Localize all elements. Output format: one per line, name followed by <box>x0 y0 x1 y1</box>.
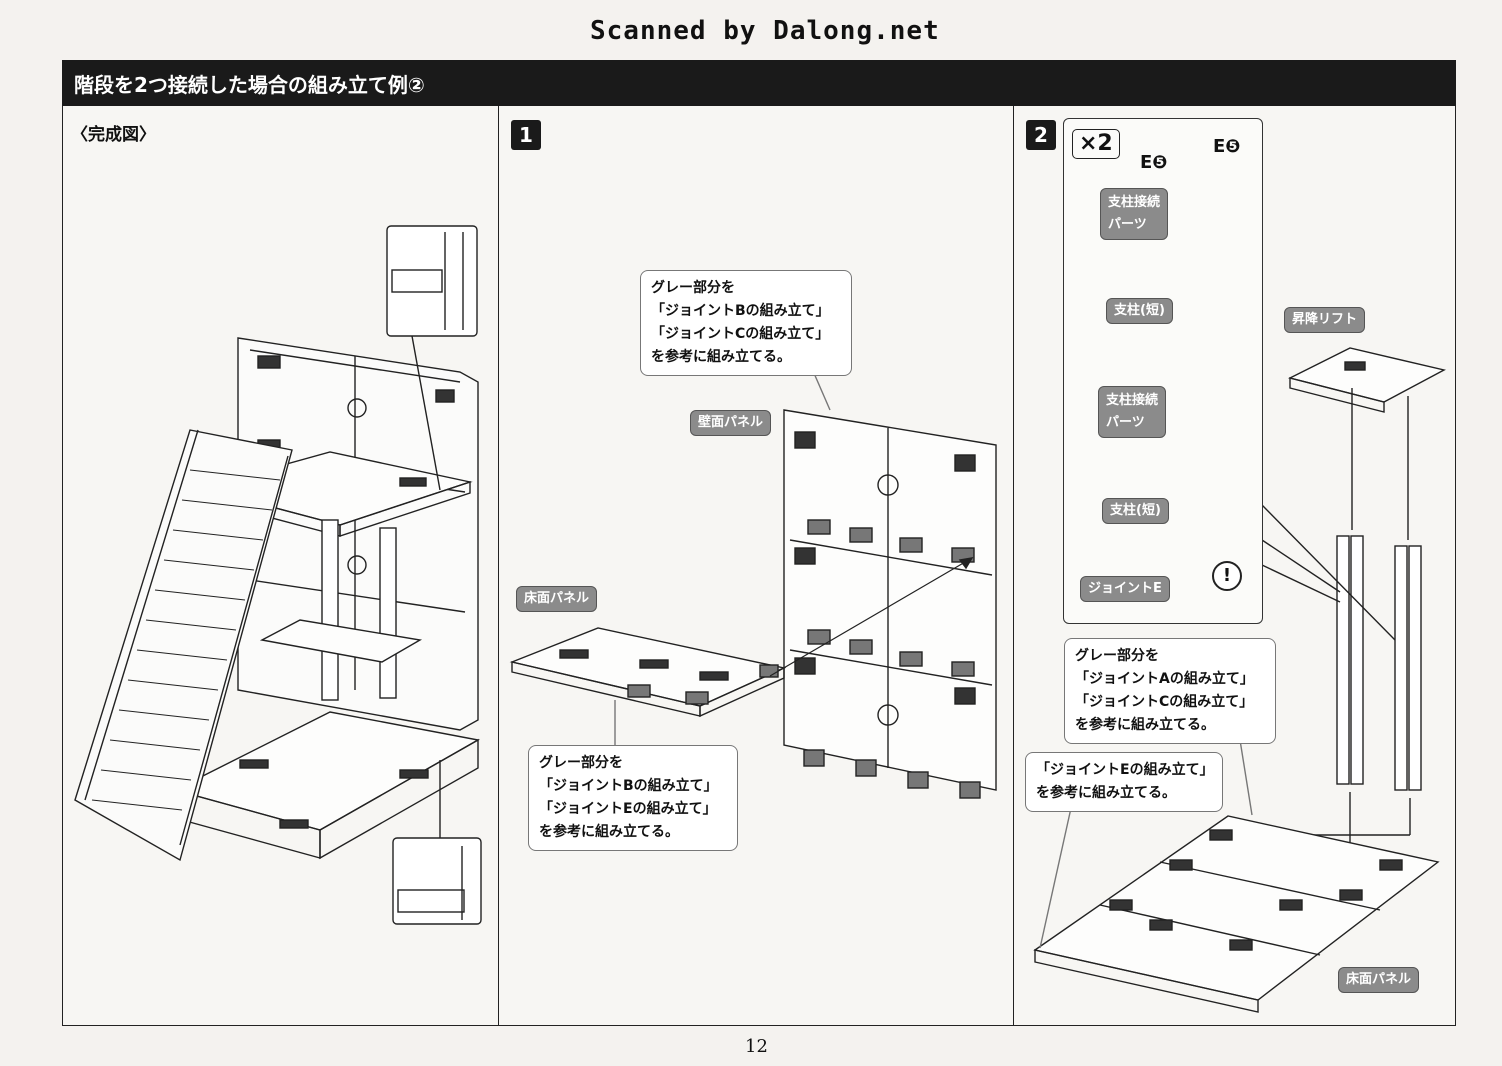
part-e5-right-label: E❺ <box>1213 136 1241 157</box>
callout-line: グレー部分を <box>651 280 735 296</box>
step1-wall-panel-drawing <box>783 409 997 799</box>
step1-floor-panel-drawing <box>509 557 974 745</box>
pillar-short-tag-1: 支柱(短) <box>1106 298 1173 324</box>
step2-lift-and-pillars-drawing <box>1261 347 1446 880</box>
step2-callout-pillars: グレー部分を 「ジョイントAの組み立て」 「ジョイントCの組み立て」 を参考に組… <box>1064 638 1276 744</box>
callout-line: を参考に組み立てる。 <box>539 824 679 840</box>
tag-line: パーツ <box>1106 415 1145 430</box>
tag-line: 支柱接続 <box>1106 393 1159 408</box>
wall-panel-tag: 壁面パネル <box>690 410 772 436</box>
header-bar: 階段を2つ接続した場合の組み立て例② <box>62 60 1456 106</box>
callout-line: を参考に組み立てる。 <box>1036 785 1176 801</box>
part-e5-left-label: E❺ <box>1140 152 1168 173</box>
callout-line: グレー部分を <box>539 755 623 771</box>
step2-callout-joint-e: 「ジョイントEの組み立て」 を参考に組み立てる。 <box>1025 752 1223 812</box>
step2-floor-panel-drawing <box>1033 739 1440 1013</box>
scan-watermark: Scanned by Dalong.net <box>590 16 940 46</box>
pillar-joint-tag-1: 支柱接続 パーツ <box>1100 188 1169 240</box>
page-title: 階段を2つ接続した場合の組み立て例② <box>74 73 425 97</box>
callout-line: 「ジョイントBの組み立て」 <box>651 303 830 319</box>
step1-panel: 1 <box>498 106 1014 1026</box>
lift-tag: 昇降リフト <box>1284 307 1366 333</box>
callout-line: を参考に組み立てる。 <box>651 349 791 365</box>
callout-line: 「ジョイントCの組み立て」 <box>651 326 830 342</box>
pillar-short-tag-2: 支柱(短) <box>1102 498 1169 524</box>
pillar-joint-tag-2: 支柱接続 パーツ <box>1098 386 1167 438</box>
page-number: 12 <box>745 1036 768 1057</box>
warning-icon: ! <box>1212 561 1242 591</box>
callout-line: を参考に組み立てる。 <box>1075 717 1215 733</box>
complete-structure-drawing <box>74 225 482 925</box>
step1-number: 1 <box>511 120 541 150</box>
multiplier-label: ×2 <box>1072 129 1120 159</box>
complete-figure-label: 〈完成図〉 <box>71 125 156 145</box>
joint-e-tag: ジョイントE <box>1080 576 1170 602</box>
step1-callout-wall: グレー部分を 「ジョイントBの組み立て」 「ジョイントCの組み立て」 を参考に組… <box>640 270 852 376</box>
callout-line: 「ジョイントBの組み立て」 <box>539 778 718 794</box>
step2-floor-panel-tag: 床面パネル <box>1338 967 1420 993</box>
step2-number: 2 <box>1026 120 1056 150</box>
callout-line: 「ジョイントEの組み立て」 <box>1036 762 1214 778</box>
callout-line: 「ジョイントEの組み立て」 <box>539 801 717 817</box>
tag-line: 支柱接続 <box>1108 195 1161 210</box>
callout-line: 「ジョイントAの組み立て」 <box>1075 671 1254 687</box>
callout-line: グレー部分を <box>1075 648 1159 664</box>
callout-line: 「ジョイントCの組み立て」 <box>1075 694 1254 710</box>
tag-line: パーツ <box>1108 217 1147 232</box>
step1-callout-floor: グレー部分を 「ジョイントBの組み立て」 「ジョイントEの組み立て」 を参考に組… <box>528 745 738 851</box>
floor-panel-tag: 床面パネル <box>516 586 598 612</box>
